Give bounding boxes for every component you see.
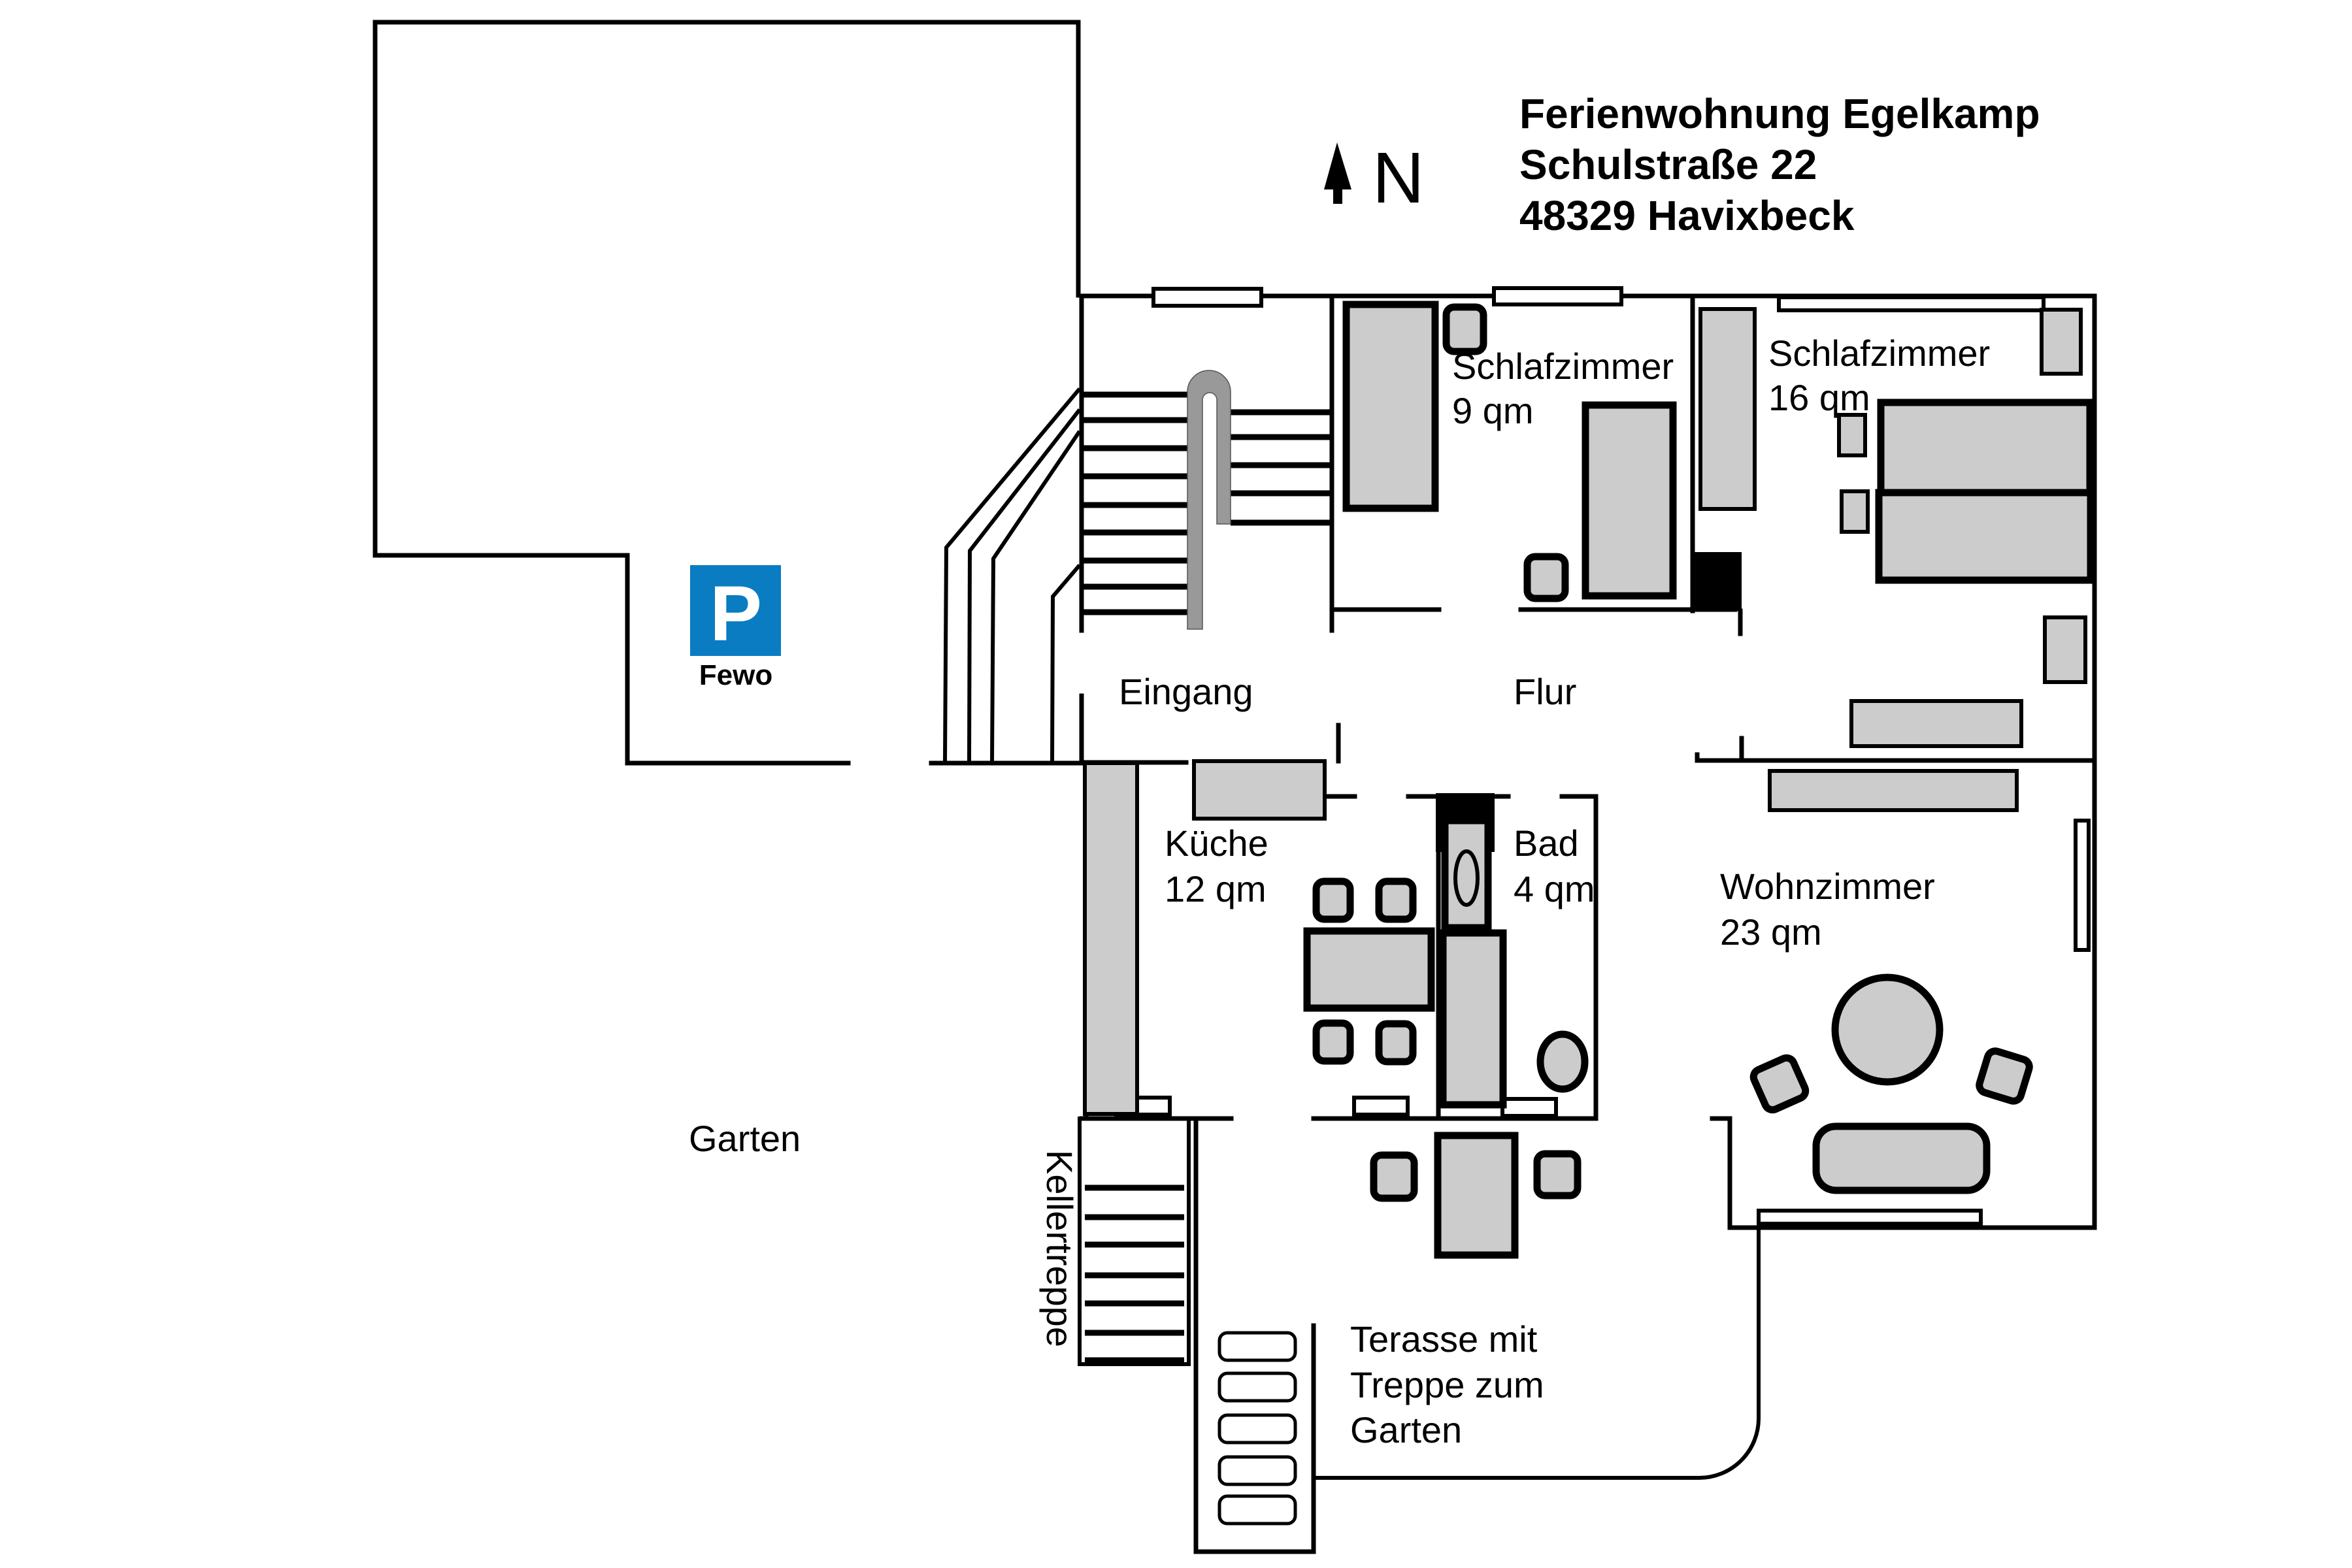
window: [1352, 1096, 1410, 1117]
room-area-kueche: 12 qm: [1165, 868, 1267, 909]
label-terrasse-2: Treppe zum: [1350, 1364, 1544, 1405]
kitchen-counter: [1192, 759, 1327, 821]
terrace: [1193, 1116, 1761, 1554]
nightstand: [1840, 489, 1870, 534]
dresser: [2043, 615, 2087, 684]
desk: [1849, 699, 2023, 748]
garden-step: [1217, 1371, 1297, 1403]
garden-step: [1217, 1455, 1297, 1486]
street-address: Schulstraße 22: [1519, 141, 1817, 188]
room-label-flur: Flur: [1514, 671, 1576, 712]
nightstand: [1837, 413, 1867, 457]
window: [1500, 1097, 1558, 1118]
address-block: Ferienwohnung Egelkamp Schulstraße 22 48…: [1519, 90, 2040, 239]
sink-icon: [1453, 849, 1480, 907]
room-label-eingang: Eingang: [1119, 671, 1253, 712]
room-label-bad: Bad: [1514, 823, 1579, 864]
dresser: [2040, 308, 2083, 376]
parking-icon: [690, 565, 781, 656]
window: [1492, 286, 1623, 306]
room-area-schlafzimmer-16: 16 qm: [1768, 377, 1870, 418]
room-area-wohnzimmer: 23 qm: [1720, 911, 1822, 953]
sideboard: [1768, 769, 2019, 812]
chair: [1375, 877, 1417, 923]
nightstand: [1442, 303, 1487, 355]
parking-letter: P: [710, 570, 762, 657]
armchair: [1976, 1047, 2033, 1105]
bathtub: [1439, 929, 1507, 1109]
window: [2074, 819, 2091, 952]
garden-step: [1217, 1494, 1297, 1526]
chair: [1370, 1151, 1418, 1202]
room-label-wohnzimmer: Wohnzimmer: [1720, 866, 1935, 907]
room-label-schlafzimmer-9: Schlafzimmer: [1452, 346, 1674, 387]
property-name: Ferienwohnung Egelkamp: [1519, 90, 2040, 137]
garden-step: [1217, 1331, 1297, 1362]
wardrobe: [1698, 307, 1757, 511]
garden-steps: [1217, 1331, 1297, 1526]
nightstand: [1523, 553, 1569, 602]
wardrobe: [1342, 301, 1439, 512]
kitchen-counter: [1083, 761, 1139, 1116]
chair: [1312, 877, 1354, 923]
parking-sign: P Fewo: [690, 565, 781, 691]
room-area-bad: 4 qm: [1514, 868, 1595, 909]
sofa: [1812, 1122, 1991, 1194]
chair: [1312, 1019, 1354, 1065]
chair: [1533, 1150, 1582, 1200]
label-terrasse-3: Garten: [1350, 1409, 1462, 1450]
entrance-railings: [938, 387, 1084, 766]
toilet-icon: [1536, 1030, 1589, 1093]
parking-caption: Fewo: [699, 659, 772, 691]
bed: [1875, 489, 2095, 584]
north-label: N: [1372, 138, 1424, 218]
chimney-block: [1691, 552, 1742, 611]
dining-table: [1303, 927, 1435, 1012]
label-terrasse-1: Terasse mit: [1350, 1318, 1538, 1360]
garden-step: [1217, 1413, 1297, 1445]
chair: [1375, 1020, 1417, 1066]
basement-stairs: [1078, 1117, 1191, 1366]
room-label-kueche: Küche: [1165, 823, 1268, 864]
window: [1151, 287, 1263, 308]
compass: N: [1324, 138, 1424, 218]
window: [1757, 1209, 1983, 1226]
bed: [1877, 399, 2094, 497]
stair-handrail: [1187, 370, 1231, 630]
round-table: [1831, 973, 1944, 1086]
room-label-schlafzimmer-16: Schlafzimmer: [1768, 333, 1990, 374]
armchair: [1749, 1054, 1810, 1114]
room-area-schlafzimmer-9: 9 qm: [1452, 390, 1534, 431]
window: [1777, 295, 2046, 312]
city-address: 48329 Havixbeck: [1519, 192, 1855, 239]
label-garten: Garten: [689, 1118, 801, 1159]
interior-staircase: [1082, 391, 1330, 615]
bed: [1582, 401, 1677, 600]
north-arrow-icon: [1324, 142, 1351, 204]
label-kellertreppe: Kellertreppe: [1039, 1150, 1080, 1347]
terrace-table: [1434, 1132, 1519, 1259]
